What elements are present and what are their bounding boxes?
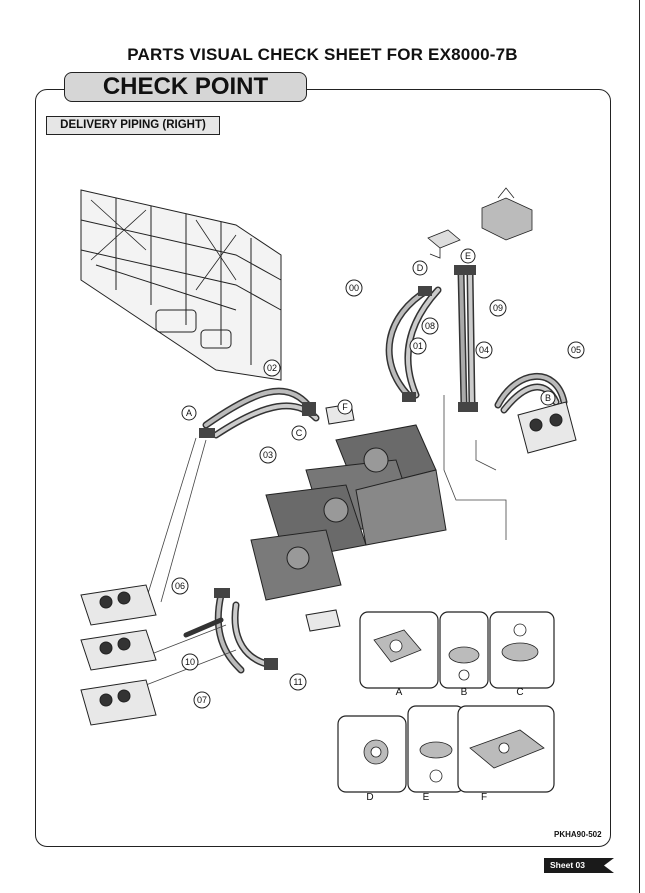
fitting-a-lower	[214, 588, 230, 598]
machine-location-icon	[481, 187, 533, 241]
check-point-tab: CHECK POINT	[64, 72, 307, 102]
drawing-code: PKHA90-502	[554, 830, 602, 839]
letter-callout-b: B	[540, 390, 556, 406]
svg-text:01: 01	[413, 341, 423, 351]
sheet-number: Sheet 03	[550, 860, 585, 870]
callout-11: 11	[289, 673, 307, 691]
svg-text:C: C	[516, 687, 523, 698]
letter-callout-f: F	[337, 399, 353, 415]
letter-callout-e: E	[460, 248, 476, 264]
callout-07: 07	[193, 691, 211, 709]
svg-text:08: 08	[425, 321, 435, 331]
svg-text:04: 04	[479, 345, 489, 355]
svg-text:E: E	[465, 251, 471, 261]
detail-b: B	[439, 611, 489, 698]
svg-text:06: 06	[175, 581, 185, 591]
callout-04: 04	[475, 341, 493, 359]
check-point-panel	[35, 89, 611, 847]
letter-callout-c: C	[291, 425, 307, 441]
valve-blocks	[80, 401, 577, 726]
svg-text:09: 09	[493, 303, 503, 313]
detail-a: A	[359, 611, 439, 698]
svg-text:10: 10	[185, 657, 195, 667]
callout-05: 05	[567, 341, 585, 359]
hose-lines	[183, 268, 568, 674]
fittings	[199, 265, 478, 670]
callout-09: 09	[489, 299, 507, 317]
callout-06: 06	[171, 577, 189, 595]
svg-text:F: F	[481, 792, 487, 803]
svg-text:B: B	[545, 393, 551, 403]
letter-callouts: A B C D E F	[181, 248, 556, 441]
detail-d: D	[337, 715, 407, 803]
callout-00: 00	[345, 279, 363, 297]
sheet-number-tag: Sheet 03	[544, 858, 614, 873]
letter-callout-a: A	[181, 405, 197, 421]
svg-text:02: 02	[267, 363, 277, 373]
fitting-c-lower	[264, 658, 278, 670]
bracket	[427, 229, 461, 259]
svg-text:00: 00	[349, 283, 359, 293]
detail-f: F	[457, 705, 555, 803]
callout-10: 10	[181, 653, 199, 671]
svg-text:11: 11	[293, 677, 302, 687]
pump-assemblies	[250, 424, 447, 601]
detail-c: C	[489, 611, 555, 698]
svg-text:A: A	[186, 408, 192, 418]
fitting-d-upper	[418, 286, 432, 296]
section-label: DELIVERY PIPING (RIGHT)	[46, 116, 220, 135]
part-callouts: 00 01 02 03 04 05 06 07 08 09 10 11	[171, 279, 585, 709]
svg-text:C: C	[296, 428, 303, 438]
parts-drawing: 00 01 02 03 04 05 06 07 08 09 10 11 A B …	[80, 187, 585, 803]
svg-text:A: A	[396, 687, 403, 698]
callout-08: 08	[421, 317, 439, 335]
fitting-a-upper	[199, 428, 215, 438]
fitting-e-lower	[458, 402, 478, 412]
svg-text:D: D	[417, 263, 424, 273]
sheet-title: PARTS VISUAL CHECK SHEET FOR EX8000-7B	[127, 45, 518, 64]
machine-frame-illustration	[80, 189, 282, 381]
letter-callout-d: D	[412, 260, 428, 276]
callout-01: 01	[409, 337, 427, 355]
detail-views: A B C D E F	[337, 611, 555, 803]
svg-text:07: 07	[197, 695, 207, 705]
fitting-e-upper	[454, 265, 476, 275]
svg-text:05: 05	[571, 345, 581, 355]
sheet-tag-shape	[544, 858, 614, 873]
svg-text:D: D	[366, 792, 373, 803]
svg-text:B: B	[461, 687, 468, 698]
svg-text:03: 03	[263, 450, 273, 460]
fitting-d-lower	[402, 392, 416, 402]
svg-text:F: F	[342, 402, 348, 412]
detail-e: E	[407, 705, 465, 803]
callout-03: 03	[259, 446, 277, 464]
fitting-c-upper	[302, 402, 316, 416]
callout-02: 02	[263, 359, 281, 377]
svg-text:E: E	[423, 792, 430, 803]
